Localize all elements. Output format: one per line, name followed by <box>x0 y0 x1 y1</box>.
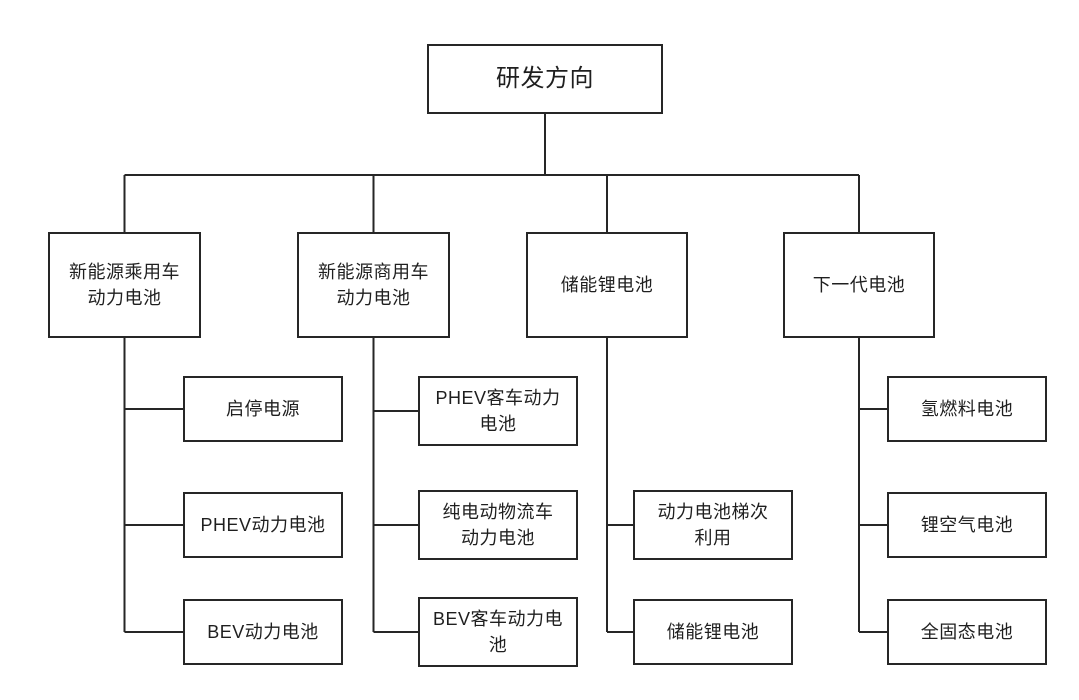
leaf-node-4-2-label: 锂空气电池 <box>920 514 1014 535</box>
branch-node-2[interactable]: 新能源商用车 动力电池 <box>297 232 450 338</box>
leaf-node-1-2[interactable]: PHEV动力电池 <box>183 492 343 558</box>
branch-node-4-label: 下一代电池 <box>812 274 906 295</box>
leaf-node-3-2[interactable]: 储能锂电池 <box>633 599 793 665</box>
leaf-node-1-1[interactable]: 启停电源 <box>183 376 343 442</box>
branch-node-3-label: 储能锂电池 <box>560 274 654 295</box>
leaf-node-1-3[interactable]: BEV动力电池 <box>183 599 343 665</box>
leaf-node-2-2[interactable]: 纯电动物流车 动力电池 <box>418 490 578 560</box>
leaf-node-3-1[interactable]: 动力电池梯次 利用 <box>633 490 793 560</box>
leaf-node-3-2-label: 储能锂电池 <box>666 621 760 642</box>
root-node[interactable]: 研发方向 <box>427 44 663 114</box>
branch-node-4[interactable]: 下一代电池 <box>783 232 935 338</box>
branch-node-1-label: 新能源乘用车 动力电池 <box>69 261 180 308</box>
branch-node-1[interactable]: 新能源乘用车 动力电池 <box>48 232 201 338</box>
leaf-node-2-1-label: PHEV客车动力 电池 <box>435 387 561 434</box>
leaf-node-4-1-label: 氢燃料电池 <box>920 398 1014 419</box>
leaf-node-2-2-label: 纯电动物流车 动力电池 <box>442 501 554 548</box>
leaf-node-4-1[interactable]: 氢燃料电池 <box>887 376 1047 442</box>
leaf-node-4-3[interactable]: 全固态电池 <box>887 599 1047 665</box>
branch-node-3[interactable]: 储能锂电池 <box>526 232 688 338</box>
leaf-node-1-2-label: PHEV动力电池 <box>200 514 326 535</box>
leaf-node-4-2[interactable]: 锂空气电池 <box>887 492 1047 558</box>
leaf-node-1-3-label: BEV动力电池 <box>207 621 319 642</box>
leaf-node-1-1-label: 启停电源 <box>226 398 300 419</box>
root-node-label: 研发方向 <box>496 64 594 92</box>
leaf-node-2-3[interactable]: BEV客车动力电 池 <box>418 597 578 667</box>
branch-node-2-label: 新能源商用车 动力电池 <box>318 261 429 308</box>
leaf-node-2-1[interactable]: PHEV客车动力 电池 <box>418 376 578 446</box>
leaf-node-4-3-label: 全固态电池 <box>920 621 1014 642</box>
leaf-node-3-1-label: 动力电池梯次 利用 <box>657 501 769 548</box>
leaf-node-2-3-label: BEV客车动力电 池 <box>432 608 564 655</box>
